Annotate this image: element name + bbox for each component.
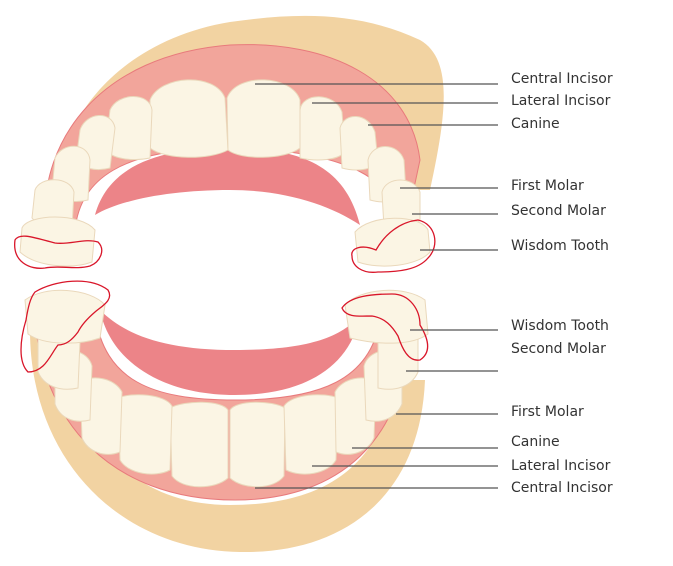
marker-upper-right [351, 219, 436, 273]
lower-central-incisor-right [229, 401, 286, 488]
lower-lateral-incisor-right [283, 394, 339, 475]
wisdom-tooth-markers [14, 219, 436, 373]
lower-lip-shape [30, 330, 425, 553]
label-upper-wisdom-tooth: Wisdom Tooth [511, 238, 609, 254]
upper-palate [95, 148, 360, 225]
label-upper-second-molar: Second Molar [511, 203, 606, 219]
lower-leader-lines [255, 329, 498, 489]
upper-leader-lines [255, 83, 498, 251]
lower-wisdom-tooth-left [24, 289, 106, 344]
label-lower-central-incisor: Central Incisor [511, 480, 613, 496]
lower-teeth [24, 289, 429, 488]
label-upper-central-incisor: Central Incisor [511, 71, 613, 87]
lower-wisdom-tooth-right [344, 289, 429, 344]
label-lower-second-molar: Second Molar [511, 341, 606, 357]
upper-central-incisor-left [149, 79, 229, 158]
label-upper-first-molar: First Molar [511, 178, 584, 194]
label-lower-first-molar: First Molar [511, 404, 584, 420]
tongue [100, 310, 360, 395]
label-upper-lateral-incisor: Lateral Incisor [511, 93, 611, 109]
marker-lower-left [20, 280, 111, 373]
upper-wisdom-tooth-right [354, 217, 431, 267]
marker-upper-left [14, 235, 103, 269]
label-lower-canine: Canine [511, 434, 560, 450]
label-lower-wisdom-tooth: Wisdom Tooth [511, 318, 609, 334]
upper-teeth [19, 79, 431, 267]
lower-central-incisor-left [169, 401, 229, 488]
upper-wisdom-tooth-left [19, 216, 96, 267]
marker-lower-right [341, 293, 429, 361]
upper-central-incisor-right [226, 79, 301, 158]
label-lower-lateral-incisor: Lateral Incisor [511, 458, 611, 474]
lower-lateral-incisor-left [117, 394, 173, 475]
label-upper-canine: Canine [511, 116, 560, 132]
upper-lateral-incisor-right [299, 96, 346, 161]
